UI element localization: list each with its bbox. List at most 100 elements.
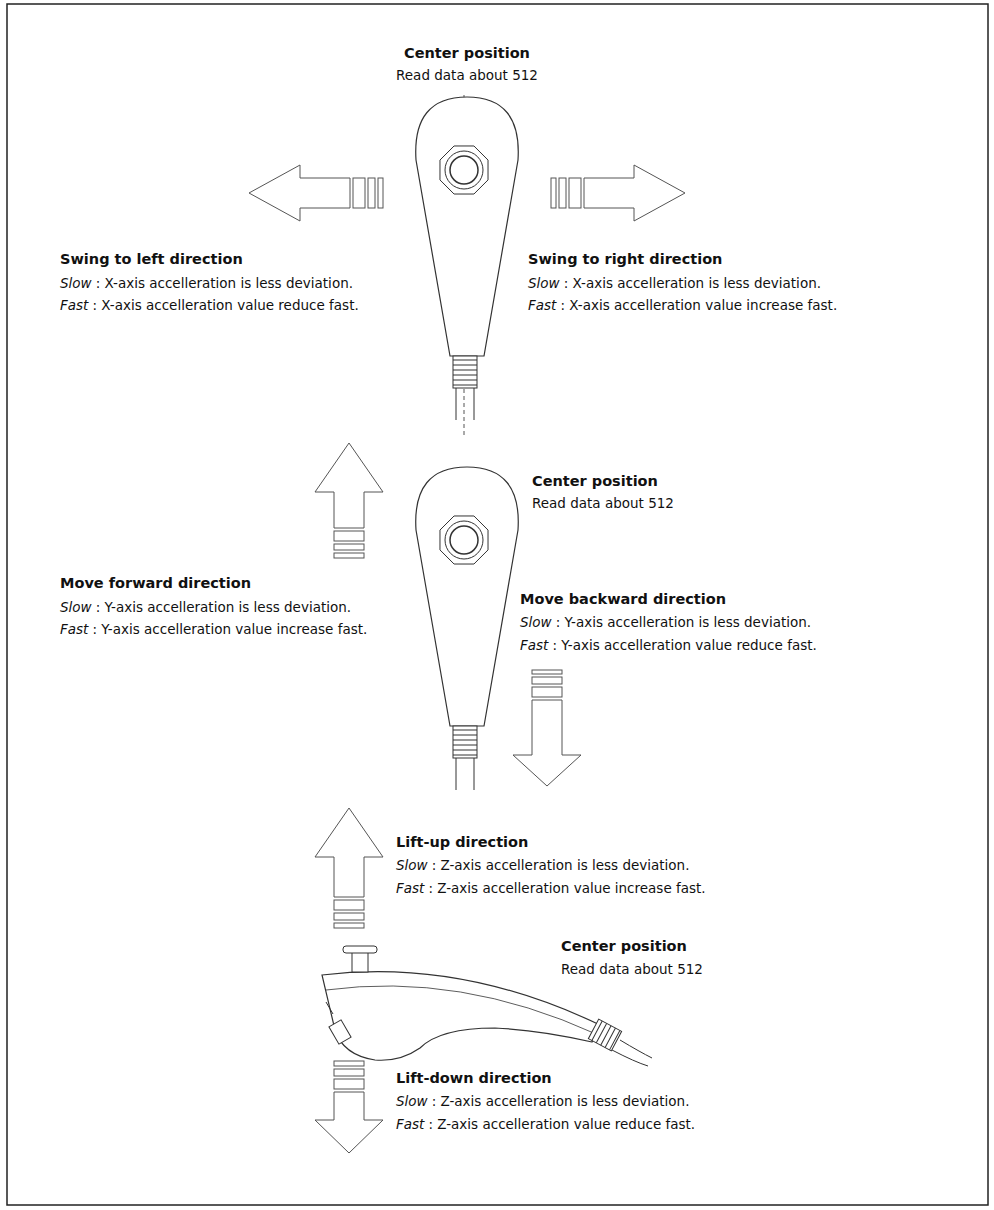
description-text: Read data about 512 [532,495,674,511]
direction-heading: Center position [404,45,530,61]
description-text: : Y-axis accelleration value reduce fast… [552,637,816,653]
description-text: : Y-axis accelleration value increase fa… [92,621,367,637]
direction-heading: Move forward direction [60,575,251,591]
description-text: : X-axis accelleration is less deviation… [96,275,353,291]
direction-arrow [249,165,383,221]
text-line: Fast: Z-axis accelleration value reduce … [396,1114,695,1134]
direction-heading: Swing to left direction [60,251,243,267]
cable [456,758,457,790]
cable-connector [453,356,477,388]
speed-label: Slow [520,614,552,630]
connector-ridge [453,370,477,371]
trigger [329,1020,351,1044]
text-line: Fast: X-axis accelleration value increas… [528,295,837,315]
button-cap [343,946,377,953]
text-line: Slow: Z-axis accelleration is less devia… [396,855,689,875]
cable [456,388,457,420]
description-text: : Z-axis accelleration is less deviation… [432,1093,690,1109]
connector-ridge [453,375,477,376]
description-text: Read data about 512 [396,67,538,83]
connector-ridge [453,730,477,731]
text-line: Swing to right direction [528,249,722,269]
speed-label: Fast [60,297,88,313]
text-line: Slow: X-axis accelleration is less devia… [60,273,353,293]
direction-heading: Lift-down direction [396,1070,552,1086]
speed-label: Fast [396,880,424,896]
button-nut [440,146,488,194]
trigger-edge [326,1002,333,1014]
text-line: Center position [561,936,687,956]
connector-ridge [453,755,477,756]
description-text: : Z-axis accelleration value reduce fast… [428,1116,695,1132]
text-line: Lift-down direction [396,1068,552,1088]
direction-heading: Center position [532,473,658,489]
connector-ridge [453,360,477,361]
text-line: Fast: Y-axis accelleration value increas… [60,619,367,639]
button-ring [445,521,483,559]
speed-label: Fast [520,637,548,653]
body-seam [326,986,596,1034]
button [450,156,478,184]
description-text: : X-axis accelleration value reduce fast… [92,297,358,313]
cable-connector [453,726,477,758]
button-ring [445,151,483,189]
speed-label: Slow [396,1093,428,1109]
cable [474,388,475,420]
direction-arrow [551,165,685,221]
text-line: Slow: Y-axis accelleration is less devia… [520,612,811,632]
speed-label: Fast [528,297,556,313]
description-text: Read data about 512 [561,961,703,977]
direction-heading: Center position [561,938,687,954]
description-text: : X-axis accelleration is less deviation… [564,275,821,291]
connector-ridge [453,380,477,381]
cable [620,1040,652,1058]
text-line: Read data about 512 [396,65,538,85]
direction-heading: Swing to right direction [528,251,722,267]
speed-label: Fast [396,1116,424,1132]
direction-heading: Move backward direction [520,591,726,607]
speed-label: Slow [396,857,428,873]
text-line: Fast: X-axis accelleration value reduce … [60,295,359,315]
cable [474,758,475,790]
button-nut [440,516,488,564]
description-text: : Z-axis accelleration value increase fa… [428,880,705,896]
controller-body [416,97,519,356]
text-line: Center position [532,471,658,491]
text-line: Lift-up direction [396,832,528,852]
text-line: Slow: Y-axis accelleration is less devia… [60,597,351,617]
speed-label: Fast [60,621,88,637]
text-line: Fast: Z-axis accelleration value increas… [396,878,706,898]
direction-arrow [315,443,383,558]
cable [612,1050,648,1066]
text-line: Move backward direction [520,589,726,609]
text-line: Read data about 512 [532,493,674,513]
description-text: : Y-axis accelleration is less deviation… [556,614,811,630]
text-line: Read data about 512 [561,959,703,979]
speed-label: Slow [528,275,560,291]
connector-ridge [453,385,477,386]
cable-connector [588,1019,621,1051]
button [450,526,478,554]
description-text: : Y-axis accelleration is less deviation… [96,599,351,615]
connector-ridge [453,740,477,741]
text-line: Fast: Y-axis accelleration value reduce … [520,635,817,655]
direction-arrow [315,808,383,928]
connector-ridge [453,745,477,746]
description-text: : X-axis accelleration value increase fa… [560,297,837,313]
text-line: Swing to left direction [60,249,243,269]
direction-heading: Lift-up direction [396,834,528,850]
button-stem [352,952,368,972]
text-line: Slow: Z-axis accelleration is less devia… [396,1091,689,1111]
speed-label: Slow [60,599,92,615]
connector-ridge [453,365,477,366]
text-line: Slow: X-axis accelleration is less devia… [528,273,821,293]
connector-ridge [453,750,477,751]
controller-top-view [416,467,519,790]
speed-label: Slow [60,275,92,291]
direction-arrow [513,670,581,786]
controller-body [416,467,519,726]
connector-ridge [453,735,477,736]
direction-arrow [315,1061,383,1153]
text-line: Move forward direction [60,573,251,593]
